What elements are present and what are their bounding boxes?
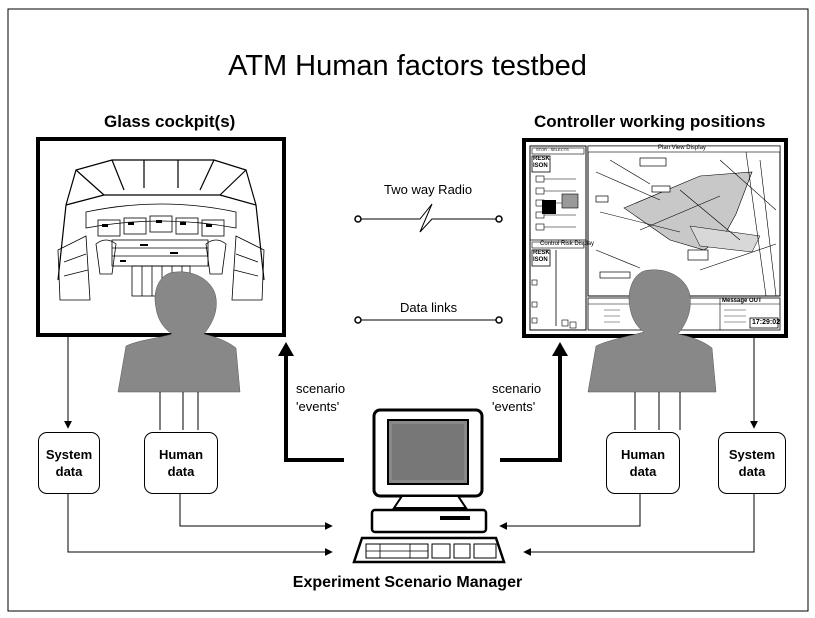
right-operator-silhouette <box>587 269 717 393</box>
glass-cockpit-header: Glass cockpit(s) <box>104 112 236 131</box>
controller-screen <box>522 138 788 338</box>
screen-time: 17:29:02 <box>752 319 781 326</box>
right-system-line1: System <box>728 447 776 462</box>
arrow-right-system-to-manager <box>523 494 755 556</box>
scenario-arrow-right <box>500 342 568 462</box>
scenario-right-line1: scenario <box>492 381 542 396</box>
radio-link-label: Two way Radio <box>384 182 473 197</box>
left-system-data-box: System data <box>38 432 100 494</box>
manager-computer <box>352 408 506 564</box>
arrow-left-human-to-manager <box>179 494 333 530</box>
controller-header: Controller working positions <box>534 112 766 131</box>
outer-frame <box>7 8 809 612</box>
arrow-right-human-to-manager <box>499 494 641 530</box>
scenario-events-right: scenario 'events' <box>492 380 541 416</box>
left-operator-silhouette <box>117 271 241 393</box>
screen-tag-resk-2: RESK <box>533 250 550 256</box>
left-human-line1: Human <box>158 447 204 462</box>
right-system-data-box: System data <box>718 432 786 494</box>
diagram-title: ATM Human factors testbed <box>228 50 587 82</box>
message-out-label: Message OUT <box>722 298 762 304</box>
left-human-line2: data <box>167 464 195 479</box>
right-human-line2: data <box>629 464 657 479</box>
data-link <box>354 316 503 324</box>
arrow-left-system-to-manager <box>67 494 333 556</box>
scenario-arrow-left <box>278 342 344 462</box>
plan-view-label: Plan View Display <box>658 145 706 151</box>
left-system-line2: data <box>55 464 83 479</box>
left-system-line1: System <box>45 447 93 462</box>
right-system-line2: data <box>738 464 766 479</box>
right-human-line1: Human <box>620 447 666 462</box>
experiment-manager-label: Experiment Scenario Manager <box>292 574 523 591</box>
right-human-data-box: Human data <box>606 432 680 494</box>
screen-tag-ison-2: ISON <box>533 257 548 263</box>
scenario-left-line1: scenario <box>296 381 346 396</box>
right-stand-lines <box>634 392 681 430</box>
scenario-right-line2: 'events' <box>492 399 536 414</box>
control-risk-label: Control Risk Display <box>540 241 595 247</box>
radio-link <box>354 203 503 233</box>
left-human-data-box: Human data <box>144 432 218 494</box>
screen-left-top-label: STOR - SELECTS <box>536 147 569 152</box>
screen-tag-resk: RESK <box>533 156 550 162</box>
scenario-left-line2: 'events' <box>296 399 340 414</box>
data-link-label: Data links <box>400 300 458 315</box>
screen-tag-ison: ISON <box>533 163 548 169</box>
scenario-events-left: scenario 'events' <box>296 380 345 416</box>
left-stand-lines <box>159 392 199 430</box>
